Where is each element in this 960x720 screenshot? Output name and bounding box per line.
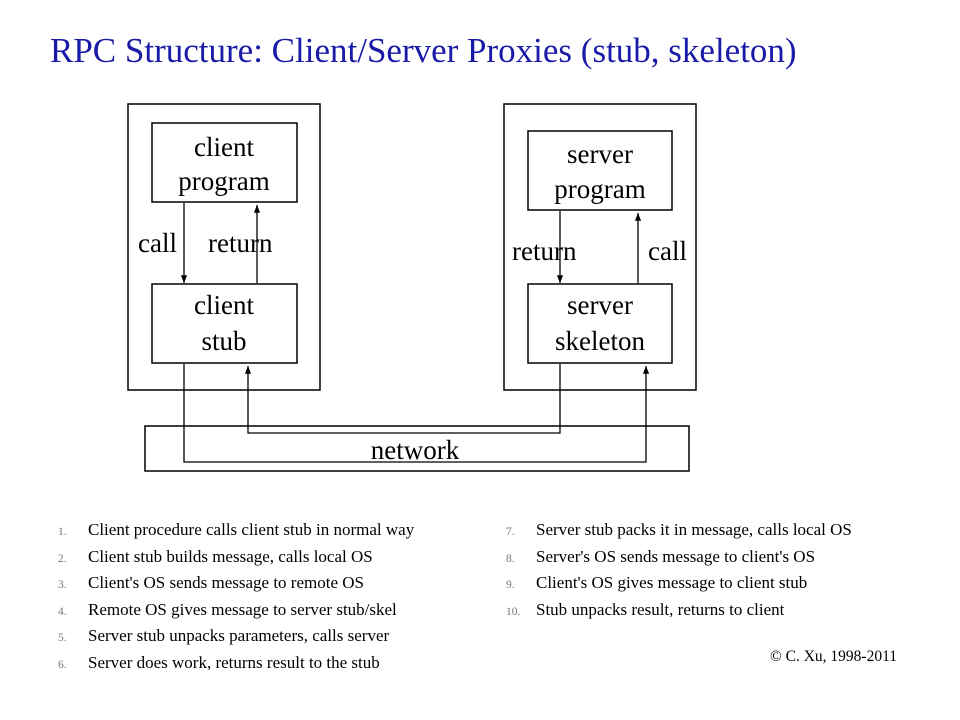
client-machine-frame (127, 103, 321, 391)
server-skeleton-label-line1: server (567, 290, 633, 320)
step-item: 4. Remote OS gives message to server stub… (58, 597, 503, 624)
request-path-arrow (183, 364, 650, 463)
step-number: 5. (58, 632, 67, 645)
step-item: 2. Client stub builds message, calls loca… (58, 544, 503, 571)
client-call-label: call (138, 228, 177, 258)
steps-list-right: 7. Server stub packs it in message, calls… (506, 517, 946, 623)
step-item: 9. Client's OS gives message to client st… (506, 570, 946, 597)
client-program-label-line1: client (194, 132, 254, 162)
server-program-label-line2: program (554, 174, 645, 204)
step-item: 5. Server stub unpacks parameters, calls … (58, 623, 503, 650)
step-item: 10. Stub unpacks result, returns to clien… (506, 597, 946, 624)
step-text: Client procedure calls client stub in no… (88, 520, 415, 539)
step-number: 3. (58, 579, 67, 592)
client-stub-label-line2: stub (201, 326, 246, 356)
client-return-label: return (208, 228, 273, 258)
client-program-box (151, 122, 298, 203)
step-number: 7. (506, 526, 515, 538)
step-text: Server stub unpacks parameters, calls se… (88, 626, 390, 646)
step-text: Client's OS gives message to client stub (536, 573, 808, 593)
step-item: 3. Client's OS sends message to remote OS (58, 570, 503, 597)
step-number: 1. (58, 526, 67, 538)
step-text: Client stub builds message, calls local … (88, 546, 373, 566)
copyright-notice: © C. Xu, 1998-2011 (770, 648, 898, 665)
server-machine-frame (503, 103, 697, 391)
step-item: 8. Server's OS sends message to client's … (506, 544, 946, 571)
step-text: Server does work, returns result to the … (88, 652, 380, 672)
step-number: 10. (506, 605, 521, 618)
server-program-label-line1: server (567, 139, 633, 169)
client-stub-box (151, 283, 298, 364)
server-return-label: return (512, 236, 577, 266)
step-number: 6. (58, 658, 67, 671)
server-skeleton-box (527, 283, 673, 364)
step-text: Client's OS sends message to remote OS (88, 573, 364, 593)
step-number: 9. (506, 579, 515, 592)
step-number: 8. (506, 552, 515, 565)
step-number: 4. (58, 605, 67, 618)
step-item: 7. Server stub packs it in message, calls… (506, 517, 946, 544)
step-number: 2. (58, 552, 67, 565)
step-text: Stub unpacks result, returns to client (536, 599, 785, 619)
server-skeleton-label-line2: skeleton (555, 326, 645, 356)
server-call-label: call (648, 236, 687, 266)
step-item: 1. Client procedure calls client stub in … (58, 517, 503, 544)
network-label: network (371, 435, 460, 465)
client-stub-label-line1: client (194, 290, 254, 320)
server-program-box (527, 130, 673, 211)
page-title: RPC Structure: Client/Server Proxies (st… (50, 31, 797, 70)
step-text: Server stub packs it in message, calls l… (536, 520, 852, 539)
step-text: Remote OS gives message to server stub/s… (88, 599, 397, 619)
reply-path-arrow (244, 364, 561, 434)
client-program-label-line2: program (178, 166, 269, 196)
step-item: 6. Server does work, returns result to th… (58, 650, 503, 677)
step-text: Server's OS sends message to client's OS (536, 546, 816, 566)
steps-list-left: 1. Client procedure calls client stub in … (58, 517, 503, 677)
